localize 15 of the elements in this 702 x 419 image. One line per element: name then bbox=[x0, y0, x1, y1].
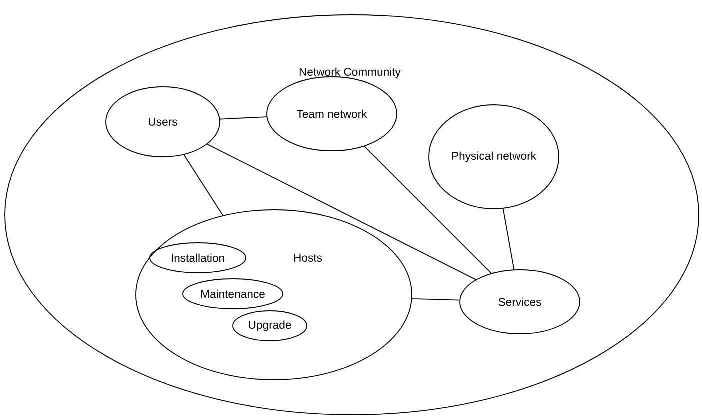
node-label: Network Community bbox=[300, 68, 401, 78]
ellipse-node: Physical network bbox=[428, 104, 560, 210]
connector-line bbox=[412, 298, 460, 301]
connector-line bbox=[207, 144, 476, 280]
node-label: Hosts bbox=[294, 254, 322, 262]
ellipse-node: Upgrade bbox=[232, 310, 308, 342]
connector-line bbox=[364, 146, 492, 274]
ellipse-node: Maintenance bbox=[182, 278, 284, 310]
connector-line bbox=[220, 116, 268, 120]
ellipse-node: Team network bbox=[266, 76, 398, 152]
ellipse-node: Users bbox=[106, 86, 220, 158]
connector-line bbox=[184, 154, 224, 216]
ellipse-node: Installation bbox=[150, 242, 246, 274]
connector-line bbox=[502, 208, 515, 270]
ellipse-node: Services bbox=[460, 270, 580, 334]
